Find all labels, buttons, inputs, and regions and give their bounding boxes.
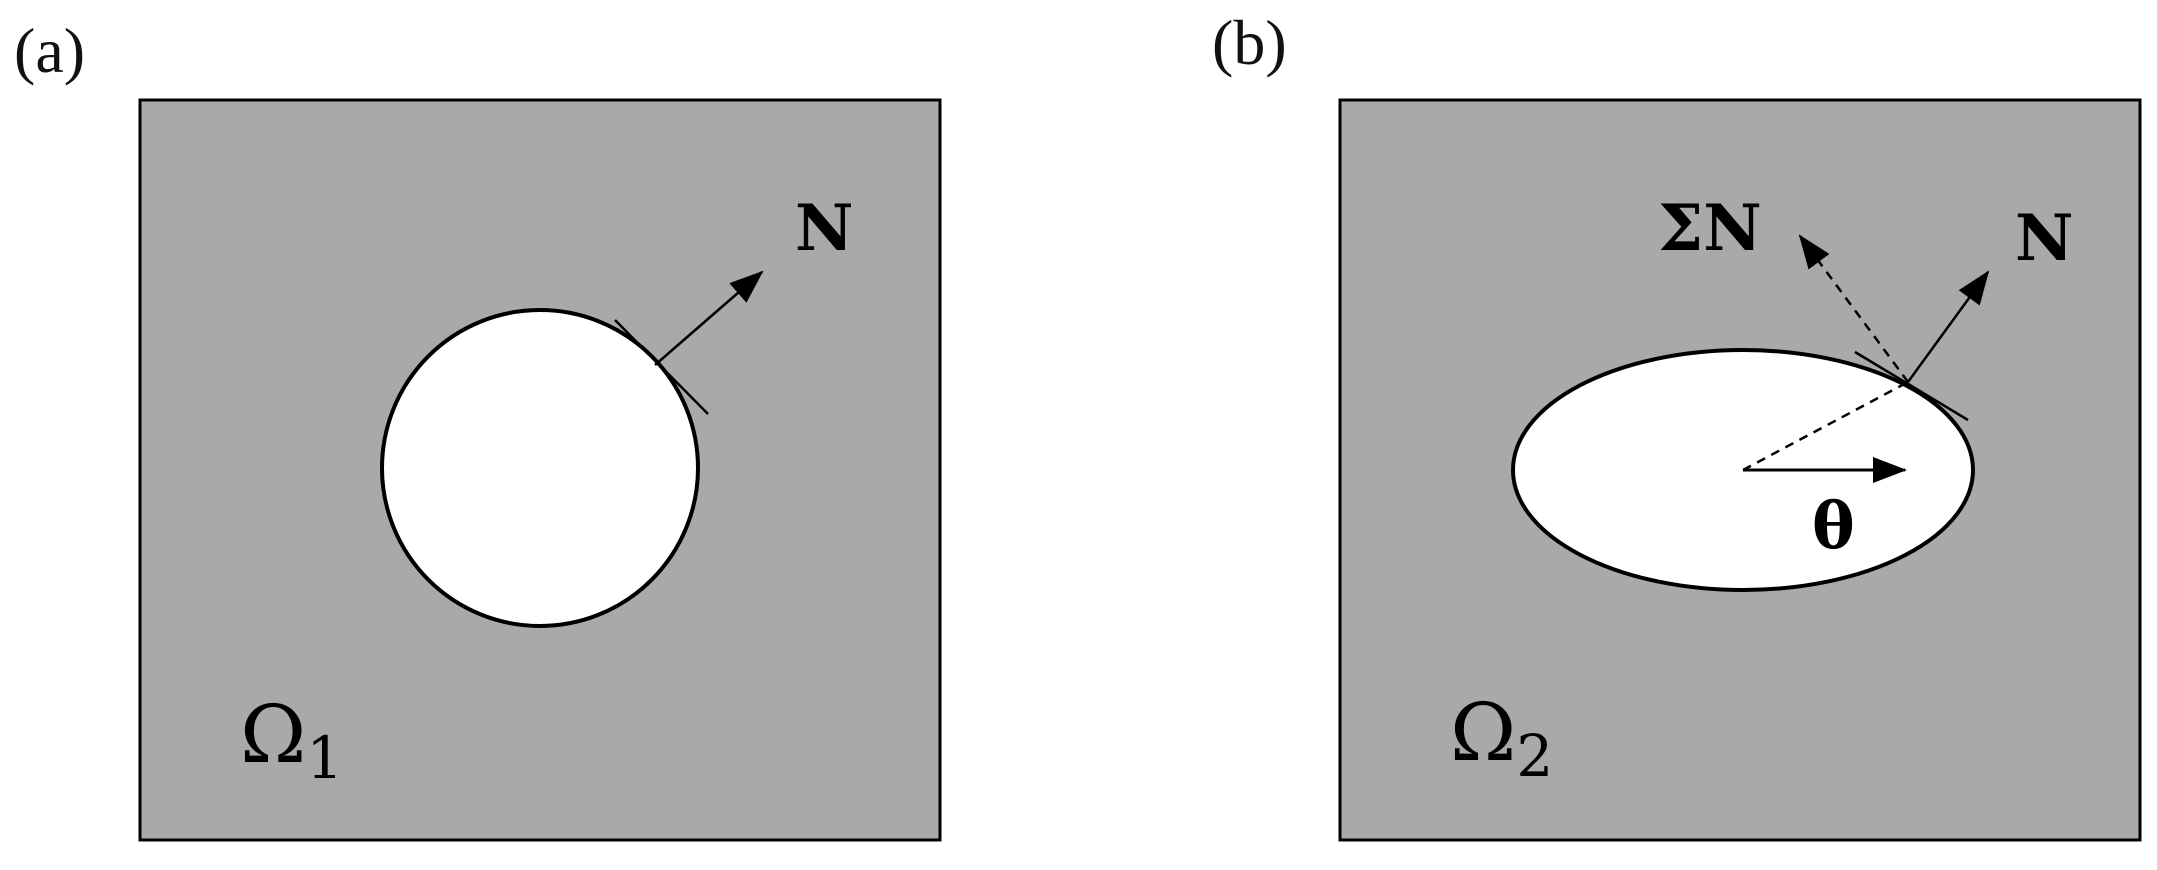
normal-label-a: N <box>795 191 854 266</box>
domain-symbol-a: Ω <box>240 688 306 781</box>
normal-vector-b <box>1906 270 1990 383</box>
panel-b: (b) θ N ΣN Ω2 <box>1212 7 2142 842</box>
tangent-line-b <box>1854 350 1969 422</box>
domain-label-omega-2: Ω2 <box>1450 686 1553 790</box>
domain-symbol-b: Ω <box>1450 686 1516 779</box>
domain-label-omega-1: Ω1 <box>240 688 343 792</box>
tangent-line-a <box>614 319 709 415</box>
normal-label-b: N <box>2015 201 2074 276</box>
panel-b-label: (b) <box>1212 7 1287 78</box>
transformed-normal-label: ΣN <box>1658 191 1762 266</box>
panel-a: (a) N Ω1 <box>14 15 942 842</box>
circular-hole <box>380 308 700 628</box>
panel-a-label: (a) <box>14 15 85 86</box>
domain-subscript-b: 2 <box>1516 722 1553 790</box>
normal-vector-a <box>654 270 764 366</box>
transformed-normal-vector <box>1798 234 1910 383</box>
domain-subscript-a: 1 <box>306 724 343 792</box>
theta-label: θ <box>1812 489 1855 564</box>
